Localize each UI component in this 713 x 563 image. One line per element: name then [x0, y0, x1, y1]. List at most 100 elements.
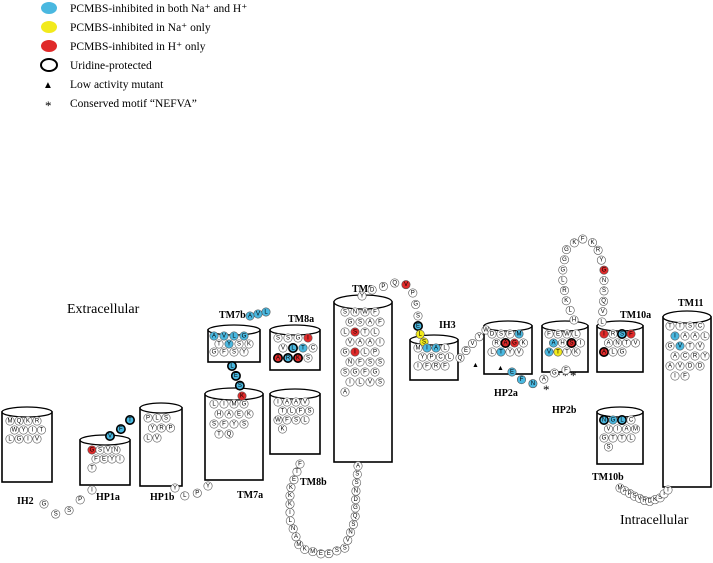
residue-circle: [353, 461, 363, 471]
tm8a-cylinder-top: [269, 324, 321, 336]
residue-letter: I: [674, 333, 676, 339]
tm8b-cylinder-top: [269, 388, 321, 400]
residue-circle: [616, 328, 627, 339]
residue-letter: V: [601, 309, 605, 315]
residue-circle: [431, 361, 441, 371]
residue-letter: Y: [206, 483, 210, 489]
residue-letter: T: [217, 431, 221, 437]
residue-circle: [161, 413, 171, 423]
residue-circle: [170, 483, 180, 493]
residue-letter: Q: [227, 431, 232, 437]
residue-letter: A: [356, 463, 360, 469]
residue-circle: [370, 327, 380, 337]
residue-letter: V: [470, 341, 474, 347]
residue-letter: S: [569, 340, 573, 346]
residue-letter: L: [574, 331, 578, 337]
residue-circle: [294, 540, 304, 550]
residue-circle: [292, 352, 303, 363]
residue-circle: [685, 361, 695, 371]
residue-letter: S: [212, 421, 216, 427]
residue-letter: D: [648, 499, 653, 505]
residue-letter: L: [8, 436, 12, 442]
residue-letter: C: [698, 323, 703, 329]
residue-circle: [14, 434, 24, 444]
residue-letter: N: [602, 417, 606, 423]
residue-circle: [375, 317, 385, 327]
residue-circle: [219, 331, 229, 341]
residue-circle: [603, 338, 613, 348]
residue-letter: S: [307, 408, 311, 414]
residue-circle: [440, 361, 450, 371]
residue-letter: S: [276, 335, 280, 341]
residue-circle: [467, 339, 477, 349]
residue-circle: [261, 307, 271, 317]
residue-letter: L: [212, 401, 216, 407]
residue-circle: [229, 419, 239, 429]
residue-letter: I: [32, 427, 34, 433]
residue-circle: [375, 337, 385, 347]
residue-letter: A: [551, 340, 555, 346]
residue-circle: [340, 367, 350, 377]
residue-circle: [365, 317, 375, 327]
residue-letter: H: [560, 340, 564, 346]
residue-circle: [626, 433, 636, 443]
residue-letter: W: [483, 327, 489, 333]
motif-star: *: [562, 368, 569, 383]
residue-letter: S: [294, 417, 298, 423]
residue-circle: [514, 329, 524, 339]
residue-letter: K: [572, 240, 576, 246]
residue-circle: [360, 347, 370, 357]
residue-circle: [375, 357, 385, 367]
residue-circle: [277, 424, 287, 434]
residue-letter: S: [242, 421, 246, 427]
legend-label-motif: Conserved motif “NEFVA”: [70, 98, 197, 110]
residue-letter: P: [78, 497, 82, 503]
residue-circle: [675, 341, 685, 351]
segment-label-hp1a: HP1a: [96, 492, 120, 503]
segment-label-ih3: IH3: [439, 320, 456, 331]
residue-circle: [291, 397, 301, 407]
residue-circle: [553, 329, 563, 339]
residue-letter: F: [564, 367, 568, 373]
residue-circle: [599, 329, 609, 339]
residue-circle: [553, 347, 563, 357]
residue-letter: E: [416, 323, 420, 329]
residue-letter: I: [223, 401, 225, 407]
residue-circle: [282, 397, 292, 407]
residue-letter: G: [212, 349, 217, 355]
residue-circle: [444, 352, 454, 362]
residue-circle: [27, 425, 37, 435]
residue-letter: G: [560, 267, 565, 273]
residue-letter: N: [291, 526, 295, 532]
residue-circle: [203, 481, 213, 491]
residue-circle: [340, 543, 350, 553]
residue-circle: [360, 327, 370, 337]
residue-circle: [229, 347, 239, 357]
legend-swatch-na-only: [41, 21, 57, 33]
residue-letter: L: [146, 435, 150, 441]
residue-letter: L: [155, 415, 159, 421]
residue-circle: [355, 317, 365, 327]
residue-circle: [282, 352, 293, 363]
residue-circle: [598, 414, 609, 425]
residue-letter: I: [617, 426, 619, 432]
residue-circle: [487, 347, 497, 357]
hp2a-cylinder-top: [483, 320, 533, 332]
residue-circle: [293, 333, 303, 343]
residue-letter: G: [620, 349, 625, 355]
residue-circle: [18, 425, 28, 435]
residue-letter: N: [353, 309, 357, 315]
residue-circle: [291, 415, 301, 425]
residue-circle: [561, 365, 571, 375]
residue-circle: [514, 347, 524, 357]
segment-label-tm7a: TM7a: [237, 490, 263, 501]
residue-letter: T: [128, 417, 132, 423]
residue-circle: [670, 371, 680, 381]
residue-letter: S: [602, 288, 606, 294]
residue-circle: [346, 527, 356, 537]
residue-letter: Q: [458, 355, 463, 361]
residue-letter: F: [363, 369, 367, 375]
residue-circle: [690, 351, 700, 361]
residue-circle: [599, 433, 609, 443]
